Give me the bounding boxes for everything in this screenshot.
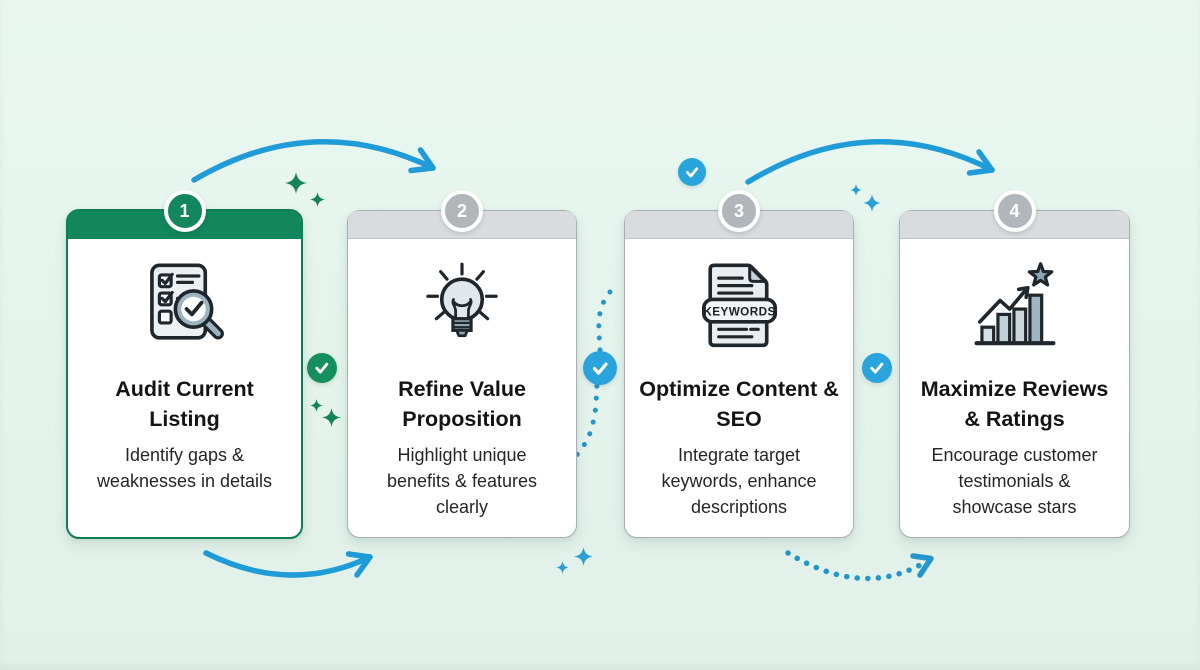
curved-arrow-step3-to-step4-icon: [745, 139, 995, 185]
lightbulb-icon: [426, 262, 498, 338]
curved-arrow-step1-to-step2-icon: [191, 139, 436, 183]
step-description: Integrate target keywords, enhance descr…: [661, 445, 817, 517]
step-number-badge: 2: [441, 190, 483, 232]
step-number-badge: 4: [993, 190, 1036, 232]
sparkle-icon: [310, 399, 323, 412]
keywords-document-icon: KEYWORDS: [701, 263, 778, 348]
step-number: 2: [456, 200, 467, 221]
sparkle-icon: [850, 184, 862, 196]
step-number-badge: 1: [163, 190, 206, 232]
step-title: Audit Current Listing: [115, 377, 254, 432]
step-description: Encourage customer testimonials & showca…: [931, 445, 1098, 517]
step-title: Optimize Content & SEO: [639, 377, 839, 432]
sparkle-icon: [310, 192, 325, 207]
check-badge-step3-icon: [862, 353, 892, 383]
step-number: 1: [179, 200, 190, 221]
step-number: 3: [733, 200, 744, 221]
growth-chart-star-icon: [974, 262, 1055, 346]
step-description: Identify gaps & weaknesses in details: [96, 445, 273, 492]
step-card-4: 4 Maximize Reviews & Ratings Encourage c…: [899, 190, 1130, 538]
check-badge-top-icon: [678, 158, 706, 186]
dotted-arrow-step3-to-step4-icon: [785, 550, 934, 582]
keywords-label: KEYWORDS: [703, 305, 775, 318]
step-card-2: 2 Re: [347, 190, 577, 538]
step-number: 4: [1009, 200, 1020, 221]
sparkle-icon: [285, 172, 307, 194]
check-badge-step2-icon: [583, 351, 617, 385]
step-card-1: 1: [66, 190, 303, 539]
checklist-magnifier-icon: [149, 263, 224, 340]
step-title: Refine Value Proposition: [398, 377, 526, 432]
sparkle-icon: [574, 547, 593, 566]
check-badge-step1-icon: [307, 353, 337, 383]
sparkle-icon: [863, 194, 881, 212]
step-number-badge: 3: [718, 190, 760, 232]
step-title: Maximize Reviews & Ratings: [920, 377, 1109, 432]
step-card-3: 3 KEYWORDS Optimize Content & SEO: [624, 190, 854, 538]
sparkle-icon: [322, 408, 341, 427]
step-description: Highlight unique benefits & features cle…: [386, 445, 538, 517]
sparkle-icon: [556, 561, 569, 574]
curved-arrow-bottom-step1-to-step2-icon: [203, 550, 373, 578]
